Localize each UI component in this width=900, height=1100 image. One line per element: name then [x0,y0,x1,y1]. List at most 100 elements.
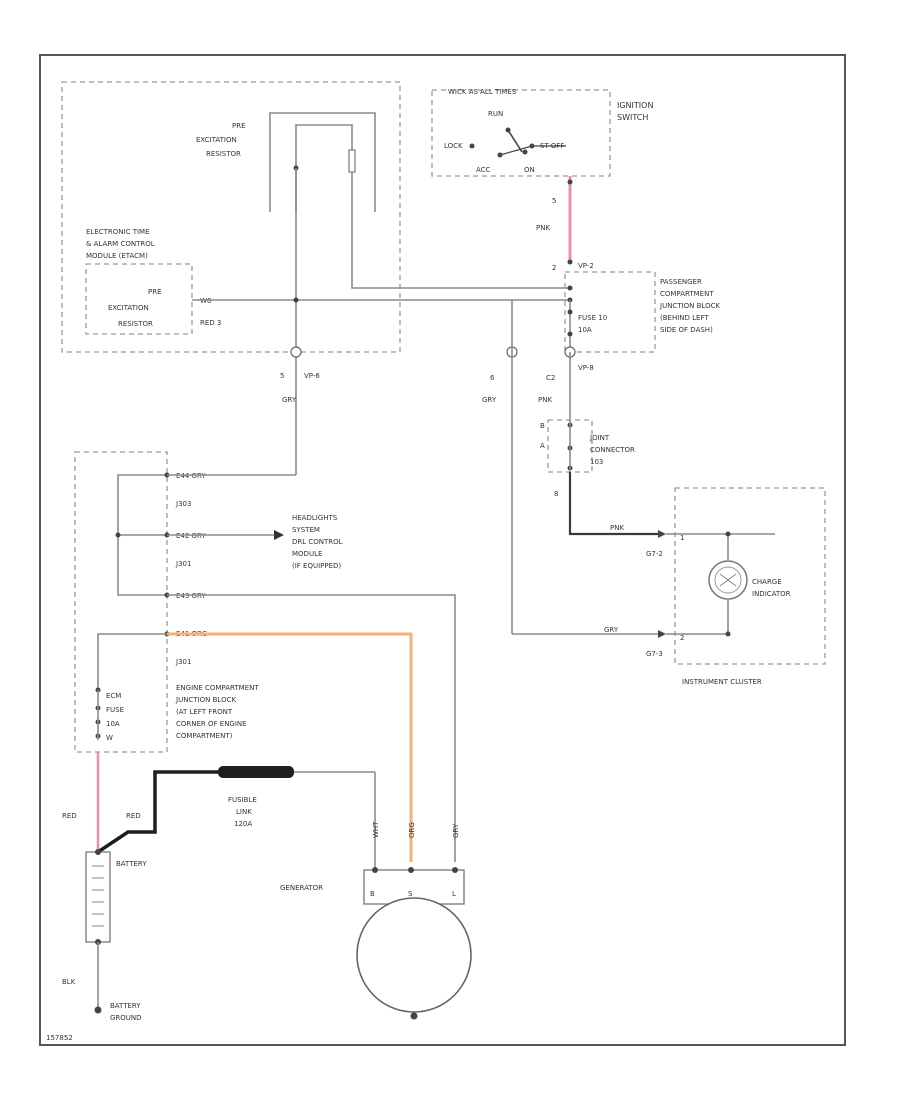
svg-text:(BEHIND LEFT: (BEHIND LEFT [660,314,709,322]
svg-text:(AT LEFT FRONT: (AT LEFT FRONT [176,708,233,716]
svg-text:6: 6 [490,374,495,382]
battery-ground-icon [94,1006,102,1014]
engine-compartment-junction-block: E44 GRY J303 E42 GRY J301 E43 GRY E41 OR… [74,451,259,753]
svg-text:G7-2: G7-2 [646,550,663,558]
connector-vp6 [290,346,302,358]
svg-text:DRL CONTROL: DRL CONTROL [292,538,343,546]
svg-text:103: 103 [590,458,603,466]
svg-text:EXCITATION: EXCITATION [196,136,237,144]
fusible-link-icon [218,766,294,778]
svg-text:VP-8: VP-8 [578,364,594,372]
electronic-time-alarm-module: ELECTRONIC TIME & ALARM CONTROL MODULE (… [61,81,401,353]
battery: BATTERY [85,849,147,945]
svg-text:CHARGE: CHARGE [752,578,782,586]
fusible-link: FUSIBLE LINK 120A [218,766,375,828]
svg-text:MODULE: MODULE [292,550,322,558]
svg-text:RESISTOR: RESISTOR [118,320,153,328]
svg-text:PNK: PNK [538,396,552,404]
svg-text:E44 GRY: E44 GRY [176,472,206,480]
generator-sense-wire-orange [167,632,413,862]
pre-excitation-resistor: PRE EXCITATION RESISTOR [196,112,376,212]
svg-text:JUNCTION BLOCK: JUNCTION BLOCK [659,302,720,310]
svg-text:PRE: PRE [148,288,162,296]
svg-text:A: A [540,442,545,450]
svg-text:RED: RED [126,812,141,820]
svg-text:RED 3: RED 3 [200,319,221,327]
svg-text:FUSE: FUSE [106,706,124,714]
svg-text:G7-3: G7-3 [646,650,663,658]
svg-text:ELECTRONIC TIME: ELECTRONIC TIME [86,228,150,236]
passenger-compartment-junction-block: PASSENGER COMPARTMENT JUNCTION BLOCK (BE… [564,271,720,353]
svg-text:BATTERY: BATTERY [116,860,147,868]
svg-text:5: 5 [280,372,284,380]
svg-text:HEADLIGHTS: HEADLIGHTS [292,514,338,522]
svg-text:C2: C2 [546,374,555,382]
svg-text:SYSTEM: SYSTEM [292,526,320,534]
svg-text:GRY: GRY [604,626,619,634]
svg-text:GRY: GRY [482,396,497,404]
svg-text:SIDE OF DASH): SIDE OF DASH) [660,326,713,334]
svg-text:COMPARTMENT: COMPARTMENT [660,290,714,298]
svg-text:FUSE 10: FUSE 10 [578,314,607,322]
svg-text:ACC: ACC [476,166,491,174]
svg-text:GENERATOR: GENERATOR [280,884,323,892]
svg-text:J301: J301 [175,658,191,666]
ignition-switch: WICK AS ALL TIMES IGNITION SWITCH RUN LO… [431,88,653,177]
svg-text:PNK: PNK [536,224,550,232]
svg-text:GROUND: GROUND [110,1014,142,1022]
svg-text:J303: J303 [175,500,191,508]
svg-text:8: 8 [554,490,558,498]
generator: GENERATOR B S L [280,867,472,1020]
svg-text:E42 GRY: E42 GRY [176,532,206,540]
svg-text:VP-6: VP-6 [304,372,320,380]
svg-text:LINK: LINK [236,808,252,816]
svg-text:RED: RED [62,812,77,820]
svg-text:10A: 10A [106,720,120,728]
svg-text:W6: W6 [200,297,212,305]
svg-text:5: 5 [552,197,556,205]
instrument-cluster: INSTRUMENT CLUSTER G7-2 G7-3 1 2 CHARGE … [646,487,826,686]
svg-text:SWITCH: SWITCH [617,113,648,122]
svg-text:IGNITION: IGNITION [617,101,653,110]
svg-text:INDICATOR: INDICATOR [752,590,791,598]
svg-text:PASSENGER: PASSENGER [660,278,702,286]
svg-text:J301: J301 [175,560,191,568]
figure-id: 157852 [46,1034,73,1042]
diagram-frame [39,54,846,1046]
headlights-drl-module: HEADLIGHTS SYSTEM DRL CONTROL MODULE (IF… [292,514,343,570]
svg-text:ENGINE COMPARTMENT: ENGINE COMPARTMENT [176,684,259,692]
svg-text:L: L [452,890,456,898]
svg-text:GRY: GRY [282,396,297,404]
svg-text:BATTERY: BATTERY [110,1002,141,1010]
svg-text:2: 2 [680,634,684,642]
svg-text:PRE: PRE [232,122,246,130]
svg-text:ON: ON [524,166,535,174]
svg-text:E43 GRY: E43 GRY [176,592,206,600]
svg-text:PNK: PNK [610,524,624,532]
svg-text:W: W [106,734,113,742]
svg-text:10A: 10A [578,326,592,334]
svg-text:EXCITATION: EXCITATION [108,304,149,312]
svg-text:2: 2 [552,264,556,272]
svg-text:COMPARTMENT): COMPARTMENT) [176,732,233,740]
svg-text:120A: 120A [234,820,252,828]
svg-text:CORNER OF ENGINE: CORNER OF ENGINE [176,720,247,728]
ignition-header: WICK AS ALL TIMES [448,88,517,96]
svg-text:1: 1 [680,534,684,542]
svg-text:MODULE (ETACM): MODULE (ETACM) [86,252,148,260]
svg-text:WHT: WHT [372,821,380,838]
svg-text:RUN: RUN [488,110,503,118]
generator-icon [356,897,472,1013]
instrument-cluster-title: INSTRUMENT CLUSTER [682,678,762,686]
svg-text:VP-2: VP-2 [578,262,594,270]
svg-text:CONNECTOR: CONNECTOR [590,446,635,454]
svg-text:ORG: ORG [408,822,416,838]
svg-text:LOCK: LOCK [444,142,463,150]
svg-text:(IF EQUIPPED): (IF EQUIPPED) [292,562,341,570]
svg-text:JOINT: JOINT [589,434,610,442]
svg-text:JUNCTION BLOCK: JUNCTION BLOCK [175,696,236,704]
joint-connector-103: B A JOINT CONNECTOR 103 [540,419,635,473]
svg-text:RESISTOR: RESISTOR [206,150,241,158]
svg-text:FUSIBLE: FUSIBLE [228,796,257,804]
